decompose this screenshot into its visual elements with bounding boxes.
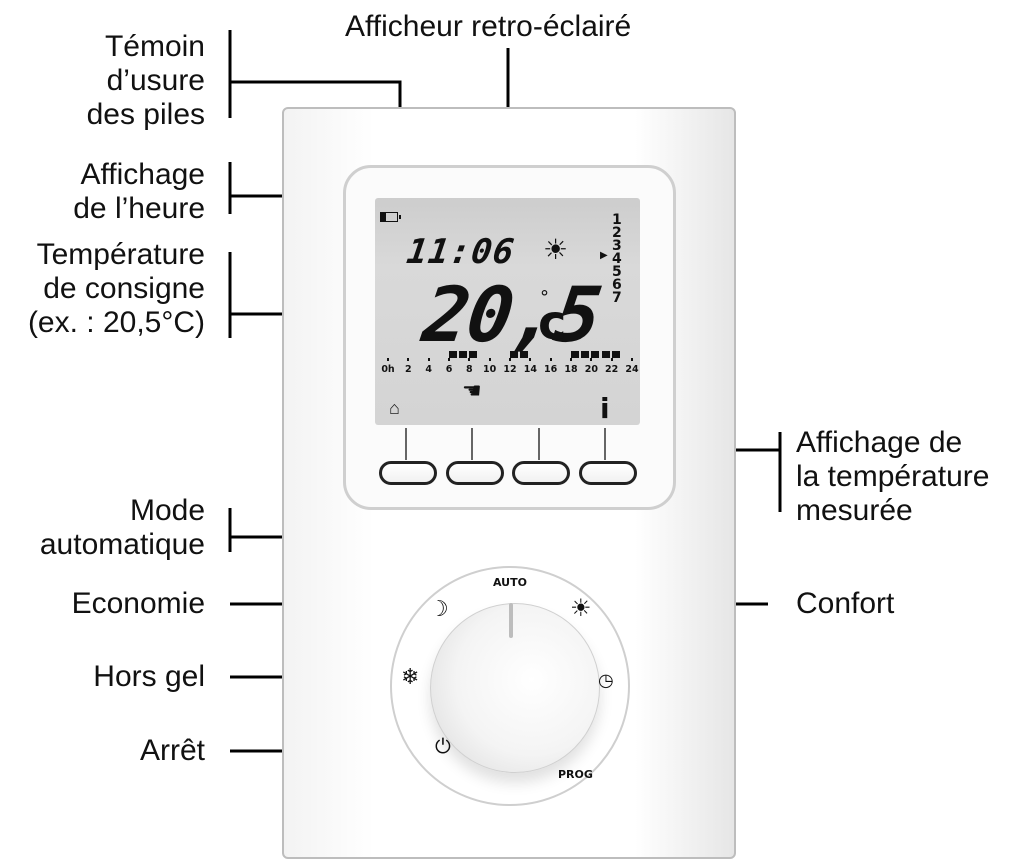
lcd-unit: c <box>538 295 567 351</box>
callout-off: Arrêt <box>139 734 205 767</box>
selected-day-marker: ▶ <box>600 250 608 261</box>
button-1[interactable] <box>379 461 437 485</box>
hour-tick <box>509 358 511 361</box>
day-7: 7 <box>612 290 622 306</box>
day-3: 3 <box>612 238 622 254</box>
lcd-setpoint: 20,5 <box>417 270 606 359</box>
button-2[interactable] <box>446 461 504 485</box>
hour-label: 8 <box>466 364 473 375</box>
hour-label: 16 <box>544 364 558 375</box>
suitcase-icon: ⌂ <box>389 398 400 418</box>
program-segment <box>469 351 478 358</box>
callout-automatic-mode: Mode automatique <box>39 494 205 561</box>
info-button[interactable] <box>579 461 637 485</box>
hour-tick <box>468 358 471 361</box>
day-6: 6 <box>612 277 622 293</box>
hour-label: 6 <box>445 364 453 375</box>
program-segment <box>459 351 468 358</box>
moon-icon: ☽ <box>429 596 449 621</box>
hour-label: 4 <box>425 364 432 375</box>
lcd-degree-symbol: ° <box>540 287 549 308</box>
callout-economy: Economie <box>71 587 205 620</box>
hour-tick <box>570 358 572 361</box>
hour-tick <box>448 358 450 361</box>
mode-dial-knob[interactable] <box>430 603 600 773</box>
button-2-guide <box>471 428 473 460</box>
program-segment <box>520 351 529 358</box>
day-5: 5 <box>612 264 622 280</box>
dial-auto-label: AUTO <box>493 576 527 589</box>
hour-label: 24 <box>625 364 639 375</box>
program-segment <box>581 351 590 358</box>
power-icon: ⏻ <box>435 736 451 758</box>
hour-label: 12 <box>503 364 517 375</box>
callout-clock-display: Affichage de l’heure <box>73 158 205 225</box>
day-2: 2 <box>612 225 622 241</box>
hour-tick <box>610 358 613 361</box>
hour-label: 14 <box>523 364 537 375</box>
hour-tick <box>407 358 410 361</box>
hour-label: 18 <box>564 364 578 375</box>
button-3-guide <box>538 428 540 460</box>
program-segment <box>611 351 620 358</box>
program-segment <box>510 351 519 358</box>
hour-label: 2 <box>405 364 412 375</box>
program-segment <box>601 351 610 358</box>
button-1-guide <box>405 428 407 460</box>
day-1: 1 <box>612 212 622 228</box>
program-segment <box>449 351 458 358</box>
callout-backlit-display: Afficheur retro-éclairé <box>345 10 632 43</box>
program-segment <box>571 351 580 358</box>
lcd-time: 11:06 <box>404 232 518 272</box>
callout-measured-temperature: Affichage de la température mesurée <box>796 426 990 527</box>
program-segment <box>591 351 600 358</box>
hour-label: 20 <box>584 364 598 375</box>
battery-icon <box>380 212 401 222</box>
hour-label: 22 <box>605 364 619 375</box>
callout-setpoint-temperature: Température de consigne (ex. : 20,5°C) <box>27 238 205 339</box>
clock-icon: ◷ <box>598 670 614 690</box>
hour-label: 10 <box>483 364 497 375</box>
dial-prog-label: PROG <box>558 768 593 781</box>
snowflake-icon: ❄ <box>401 664 420 689</box>
hour-tick <box>549 358 552 361</box>
info-symbol: i <box>600 392 610 425</box>
callout-battery-indicator: Témoin d’usure des piles <box>86 30 205 131</box>
hour-tick <box>488 358 491 361</box>
callout-frost-protection: Hors gel <box>93 660 205 693</box>
callout-comfort: Confort <box>796 587 895 620</box>
button-4-guide <box>604 428 606 460</box>
sun-icon: ☀ <box>570 595 592 622</box>
hour-tick <box>529 358 532 361</box>
hand-icon: ☚ <box>462 378 482 403</box>
button-3[interactable] <box>512 461 570 485</box>
sun-icon: ☀ <box>543 234 569 265</box>
day-4: 4 <box>612 251 622 267</box>
hour-tick <box>590 358 593 361</box>
lcd-screen <box>375 198 640 425</box>
hour-tick <box>631 358 633 361</box>
hour-tick <box>387 358 389 361</box>
dial-pointer <box>509 603 513 638</box>
hour-label: 0h <box>381 364 395 375</box>
hour-tick <box>427 358 430 361</box>
